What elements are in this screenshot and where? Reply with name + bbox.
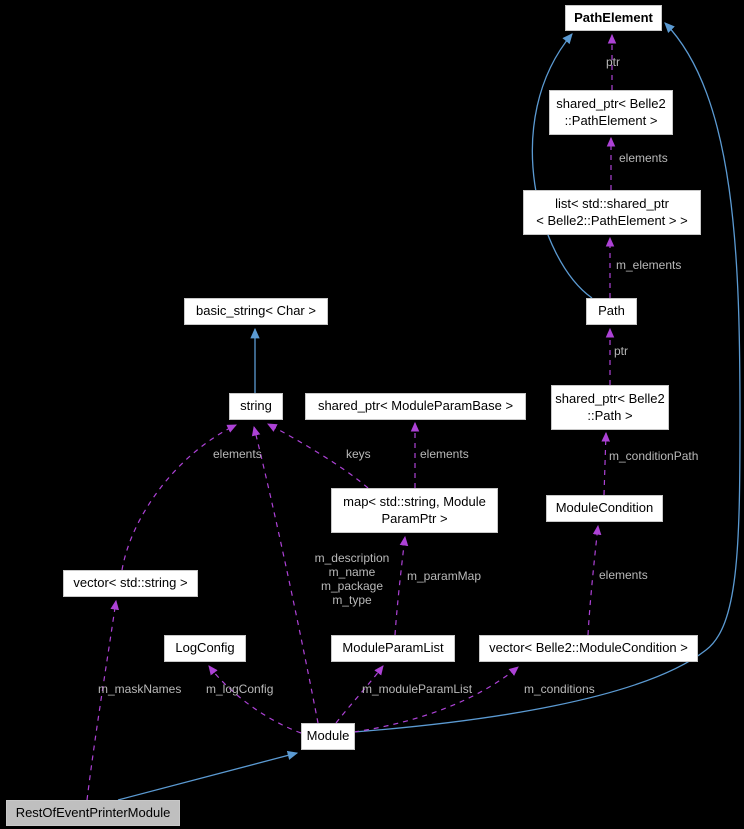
- edge-label-elements-top: elements: [619, 151, 668, 165]
- edge-label-module-string-fields: m_description m_name m_package m_type: [314, 551, 390, 607]
- node-module[interactable]: Module: [301, 723, 355, 750]
- edge-moduleparamlist-parammap-map: [394, 535, 409, 636]
- node-string[interactable]: string: [229, 393, 283, 420]
- node-moduleparamlist[interactable]: ModuleParamList: [331, 635, 455, 662]
- edge-label-m-conditionpath: m_conditionPath: [609, 449, 699, 463]
- edge-label-ptr-top: ptr: [606, 55, 621, 69]
- node-list-shared-ptr[interactable]: list< std::shared_ptr < Belle2::PathElem…: [523, 190, 701, 235]
- node-shared-ptr-path[interactable]: shared_ptr< Belle2 ::Path >: [551, 385, 669, 430]
- node-restofeventprintermodule[interactable]: RestOfEventPrinterModule: [6, 800, 180, 826]
- edge-vectorcondition-elements-modulecondition: [587, 524, 602, 636]
- edge-module-logconfig-logconfig: [208, 665, 302, 734]
- node-vector-modulecondition[interactable]: vector< Belle2::ModuleCondition >: [479, 635, 698, 662]
- edge-vectorstring-elements-string: [121, 424, 237, 571]
- edge-path-inherits-pathelement: [531, 33, 593, 299]
- edge-map-keys-string: [267, 423, 369, 489]
- node-modulecondition[interactable]: ModuleCondition: [546, 495, 663, 522]
- edge-module-conditions-vectorcondition: [353, 666, 519, 733]
- node-path[interactable]: Path: [586, 298, 637, 325]
- edge-label-elements-param: elements: [420, 447, 469, 461]
- edge-label-m-masknames: m_maskNames: [98, 682, 182, 696]
- edge-label-m-parammap: m_paramMap: [407, 569, 482, 583]
- edge-label-m-moduleparamlist: m_moduleParamList: [362, 682, 473, 696]
- node-shared-ptr-moduleparambase[interactable]: shared_ptr< ModuleParamBase >: [305, 393, 526, 420]
- edge-label-m-logconfig: m_logConfig: [206, 682, 274, 696]
- edge-restofeventprintermodule-masknames-vectorstring: [86, 599, 120, 801]
- edge-modulecondition-conditionpath-sharedptrpath: [601, 431, 611, 496]
- edge-label-m-conditions: m_conditions: [524, 682, 595, 696]
- edge-label-ptr-mid: ptr: [614, 344, 629, 358]
- node-pathelement[interactable]: PathElement: [565, 5, 662, 31]
- edge-label-elements-right: elements: [599, 568, 648, 582]
- node-vector-string[interactable]: vector< std::string >: [63, 570, 198, 597]
- node-shared-ptr-pathelement[interactable]: shared_ptr< Belle2 ::PathElement >: [549, 90, 673, 135]
- edge-label-keys: keys: [346, 447, 371, 461]
- edge-module-inherits-pathelement: [353, 22, 741, 733]
- node-basic-string[interactable]: basic_string< Char >: [184, 298, 328, 325]
- edge-module-fields-string: [251, 425, 319, 724]
- edge-label-elements-left: elements: [213, 447, 262, 461]
- edge-label-m-elements: m_elements: [616, 258, 682, 272]
- node-logconfig[interactable]: LogConfig: [164, 635, 246, 662]
- edge-restofeventprintermodule-inherits-module: [117, 750, 299, 801]
- node-map-moduleparamptr[interactable]: map< std::string, Module ParamPtr >: [331, 488, 498, 533]
